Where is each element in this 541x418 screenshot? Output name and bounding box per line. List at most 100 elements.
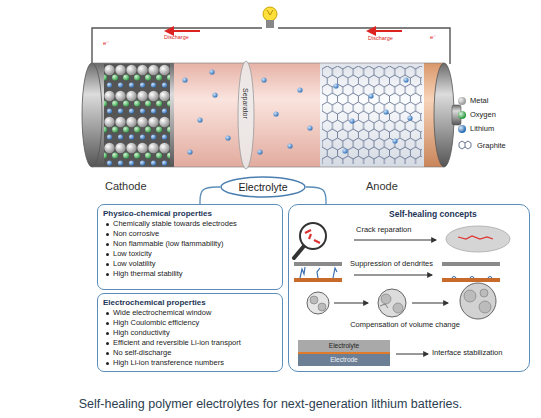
legend-swatch	[458, 97, 466, 105]
bullet-item: High Coulombic efficiency	[103, 318, 277, 328]
battery-cell	[174, 63, 320, 167]
battery-cell	[434, 63, 454, 167]
crack-icon	[300, 223, 326, 249]
lithium-ion	[212, 92, 217, 97]
lithium-ion	[209, 69, 214, 74]
circuit-wire	[166, 30, 200, 32]
legend-swatch	[458, 111, 466, 119]
callout-label: Suppression of dendrites	[350, 260, 433, 268]
battery-cell	[238, 61, 254, 169]
volume-icon	[381, 294, 391, 304]
crack-icon	[446, 226, 510, 252]
volume-icon	[479, 301, 491, 313]
node-heading: Physico-chemical properties	[103, 208, 277, 219]
volume-icon	[464, 290, 476, 302]
legend-row: Lithium	[458, 124, 494, 133]
bullet-item: Non flammable (low flammability)	[103, 239, 277, 249]
node-heading: Self-healing concepts	[389, 209, 521, 220]
volume-icon	[460, 283, 496, 319]
bullet-item: High Li-ion transference numbers	[103, 358, 277, 368]
volume-icon	[378, 289, 406, 317]
callout-label: Anode	[366, 180, 398, 192]
figure-caption: Self-healing polymer electrolytes for ne…	[0, 397, 541, 411]
battery-cell	[320, 63, 424, 167]
callout-label: Discharge	[368, 35, 393, 41]
battery-cell	[92, 63, 444, 167]
interface-icon	[298, 354, 390, 366]
interface-icon	[298, 352, 390, 354]
bullet-item: Non corrosive	[103, 229, 277, 239]
node-label: Electrolyte	[238, 181, 287, 193]
battery-cell	[104, 64, 170, 166]
legend-row: Graphite	[458, 140, 506, 150]
crack-icon	[294, 223, 510, 258]
battery-cell	[424, 63, 444, 167]
lithium-ion	[349, 118, 354, 123]
callout-label: Separator	[241, 88, 249, 119]
callout-label: Electrolyte	[298, 342, 390, 349]
circuit-wire	[368, 30, 402, 32]
legend-text: Graphite	[477, 141, 506, 150]
property-box: Physico-chemical propertiesChemically st…	[97, 204, 283, 290]
lithium-ion	[392, 138, 397, 143]
dendrite-icon	[442, 278, 500, 282]
legend-text: Lithium	[470, 124, 494, 133]
lithium-ion	[307, 125, 312, 130]
volume-icon	[310, 296, 318, 304]
circuit-wire	[92, 28, 450, 64]
legend-sample	[459, 141, 471, 149]
bullet-item: High conductivity	[103, 328, 277, 338]
lithium-ion	[182, 69, 412, 154]
circuit-wire	[92, 28, 450, 64]
crack-icon	[294, 246, 304, 258]
lithium-ion	[333, 83, 338, 88]
volume-icon	[412, 303, 448, 304]
battery-cell	[92, 63, 174, 167]
interface-icon	[298, 340, 390, 352]
lithium-ion	[403, 77, 408, 82]
dendrite-icon	[294, 262, 342, 266]
legend-swatch	[458, 125, 466, 133]
callout-label: Cathode	[105, 180, 147, 192]
light-bulb	[267, 10, 273, 15]
battery-cell	[322, 66, 422, 164]
lithium-ion	[368, 93, 373, 98]
dendrite-icon	[300, 267, 337, 278]
bullet-item: No self-discharge	[103, 348, 277, 358]
crack-icon	[305, 230, 320, 243]
lithium-ion	[182, 77, 187, 82]
volume-icon	[480, 289, 488, 297]
legend-row: Metal	[458, 96, 488, 105]
lithium-ion	[407, 115, 412, 120]
bullet-item: Wide electrochemical window	[103, 308, 277, 318]
volume-icon	[334, 303, 368, 304]
legend-text: Metal	[470, 96, 488, 105]
dendrite-icon	[294, 278, 342, 282]
callout-label: Interface stabilization	[432, 349, 502, 357]
lithium-ion	[225, 135, 230, 140]
lithium-ion	[383, 109, 388, 114]
lithium-ion	[297, 87, 302, 92]
volume-icon	[380, 304, 388, 308]
light-bulb	[266, 20, 274, 28]
lithium-ion	[273, 111, 278, 116]
battery-cell	[82, 63, 102, 167]
ellipse-outline	[221, 177, 305, 197]
bullet-item: Low volatility	[103, 259, 277, 269]
node-heading: Electrochemical properties	[103, 297, 277, 308]
interface-icon	[396, 354, 428, 355]
lithium-ion	[197, 117, 202, 122]
connector-line	[306, 187, 326, 204]
lithium-ion	[187, 149, 192, 154]
dendrite-icon	[442, 262, 500, 266]
connector-line	[200, 187, 220, 204]
crack-icon	[458, 236, 493, 239]
volume-icon	[307, 283, 496, 319]
bullet-item: Chemically stable towards electrodes	[103, 219, 277, 229]
callout-label: Electrode	[298, 356, 390, 363]
callout-label: Compensation of volume change	[335, 321, 475, 329]
volume-icon	[307, 292, 329, 314]
lithium-ion	[261, 77, 266, 82]
bullet-item: Low toxicity	[103, 249, 277, 259]
